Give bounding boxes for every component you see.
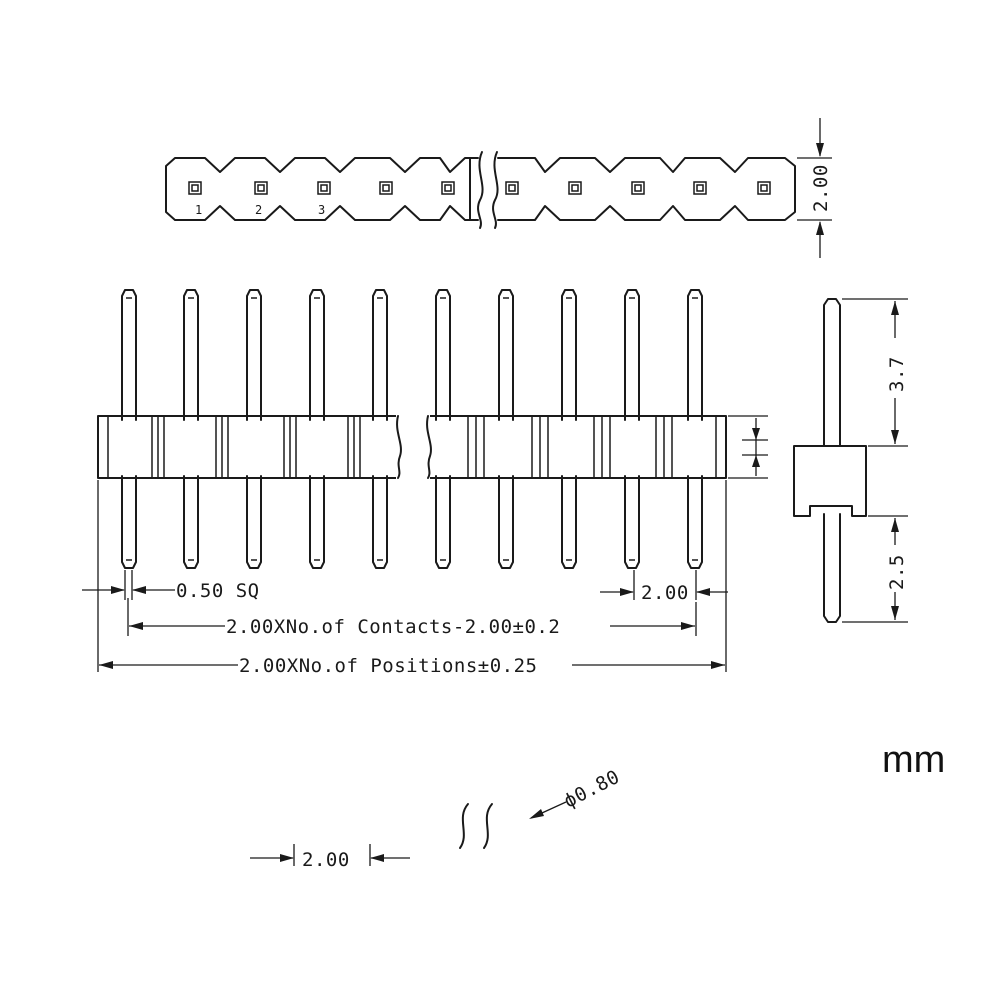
top-height-arrowhead-top	[816, 143, 824, 157]
pin-square-outer	[188, 181, 202, 195]
unit-label: mm	[882, 739, 945, 781]
pin-square-inner	[444, 184, 452, 192]
top-height-label: 2.00	[810, 164, 832, 212]
pin-square-outer	[631, 181, 645, 195]
front-pin	[246, 289, 262, 569]
pitch-label: 2.00	[641, 582, 689, 604]
hole-diameter-arrow	[529, 809, 544, 819]
housing-dim-arrow-top	[752, 428, 760, 440]
hole-diameter-label: ϕ0.80	[560, 766, 623, 813]
pin-square-inner	[191, 184, 199, 192]
side-view-pin-upper	[823, 298, 841, 447]
top-view-outline-left	[165, 157, 479, 221]
housing-break-gap	[396, 414, 430, 480]
contacts-arrow-right	[681, 622, 695, 630]
pin-square-inner	[634, 184, 642, 192]
pcb-pitch-arrow-left	[280, 854, 294, 862]
front-pin	[561, 289, 577, 569]
pin-square-inner	[257, 184, 265, 192]
housing-break-left	[396, 415, 402, 479]
upper-dim-arrow-top	[891, 301, 899, 315]
pin-square-outer	[254, 181, 268, 195]
pin-square-outer	[693, 181, 707, 195]
pin-square-outer	[379, 181, 393, 195]
pin-square-inner	[508, 184, 516, 192]
top-view-break-left	[477, 151, 484, 229]
pitch-arrow-right	[696, 588, 710, 596]
housing-break-right	[426, 415, 432, 479]
positions-arrow-left	[99, 661, 113, 669]
front-pin	[624, 289, 640, 569]
housing-dim-arrow-bottom	[752, 455, 760, 467]
pin-square-inner	[382, 184, 390, 192]
pin-size-label: 0.50 SQ	[176, 580, 260, 602]
front-pin	[121, 289, 137, 569]
top-view-pin-squares	[188, 181, 771, 195]
pin-number-1: 1	[195, 203, 202, 217]
pin-square-inner	[760, 184, 768, 192]
contacts-formula-label: 2.00XNo.of Contacts-2.00±0.2	[226, 616, 560, 638]
top-height-arrowhead-bottom	[816, 221, 824, 235]
pcb-layout: ϕ0.80 2.00	[250, 766, 623, 871]
pin-number-3: 3	[318, 203, 325, 217]
pin-square-outer	[568, 181, 582, 195]
lower-pin-dim-label: 2.5	[886, 554, 908, 590]
side-view-housing	[793, 445, 867, 517]
front-view-pins	[121, 289, 703, 569]
front-pin	[435, 289, 451, 569]
side-view: 3.7 2.5	[793, 298, 908, 623]
pcb-break-right	[483, 803, 493, 849]
pcb-pitch-label: 2.00	[302, 849, 350, 871]
pcb-pitch-arrow-right	[370, 854, 384, 862]
pcb-break-left	[459, 803, 469, 849]
pin-square-inner	[696, 184, 704, 192]
front-pin	[309, 289, 325, 569]
positions-arrow-right	[711, 661, 725, 669]
side-view-pin-lower	[823, 513, 841, 623]
upper-pin-dim-label: 3.7	[886, 356, 908, 392]
lower-dim-arrow-top	[891, 518, 899, 532]
top-view-break-right	[492, 151, 499, 229]
positions-formula-label: 2.00XNo.of Positions±0.25	[239, 655, 537, 677]
front-pin	[687, 289, 703, 569]
pin-number-2: 2	[255, 203, 262, 217]
front-pin	[372, 289, 388, 569]
upper-dim-arrow-bottom	[891, 430, 899, 444]
pin-square-outer	[505, 181, 519, 195]
pin-square-inner	[571, 184, 579, 192]
pitch-arrow-left	[620, 588, 634, 596]
pin-square-inner	[320, 184, 328, 192]
front-pin	[183, 289, 199, 569]
pin-square-outer	[317, 181, 331, 195]
pin-size-arrow-left	[111, 586, 125, 594]
housing-detail-lines	[107, 416, 717, 478]
lower-dim-arrow-bottom	[891, 606, 899, 620]
pin-size-arrow-right	[132, 586, 146, 594]
front-pin	[498, 289, 514, 569]
pin-square-outer	[441, 181, 455, 195]
front-view: 0.50 SQ 2.00 2.00XNo.of Contacts-2.00±0.…	[82, 289, 768, 677]
top-view-outline-right	[497, 157, 796, 221]
top-view: 1 2 3 2.00	[165, 118, 832, 258]
contacts-arrow-left	[129, 622, 143, 630]
housing-left	[97, 415, 399, 479]
housing-right	[427, 415, 727, 479]
pin-square-outer	[757, 181, 771, 195]
